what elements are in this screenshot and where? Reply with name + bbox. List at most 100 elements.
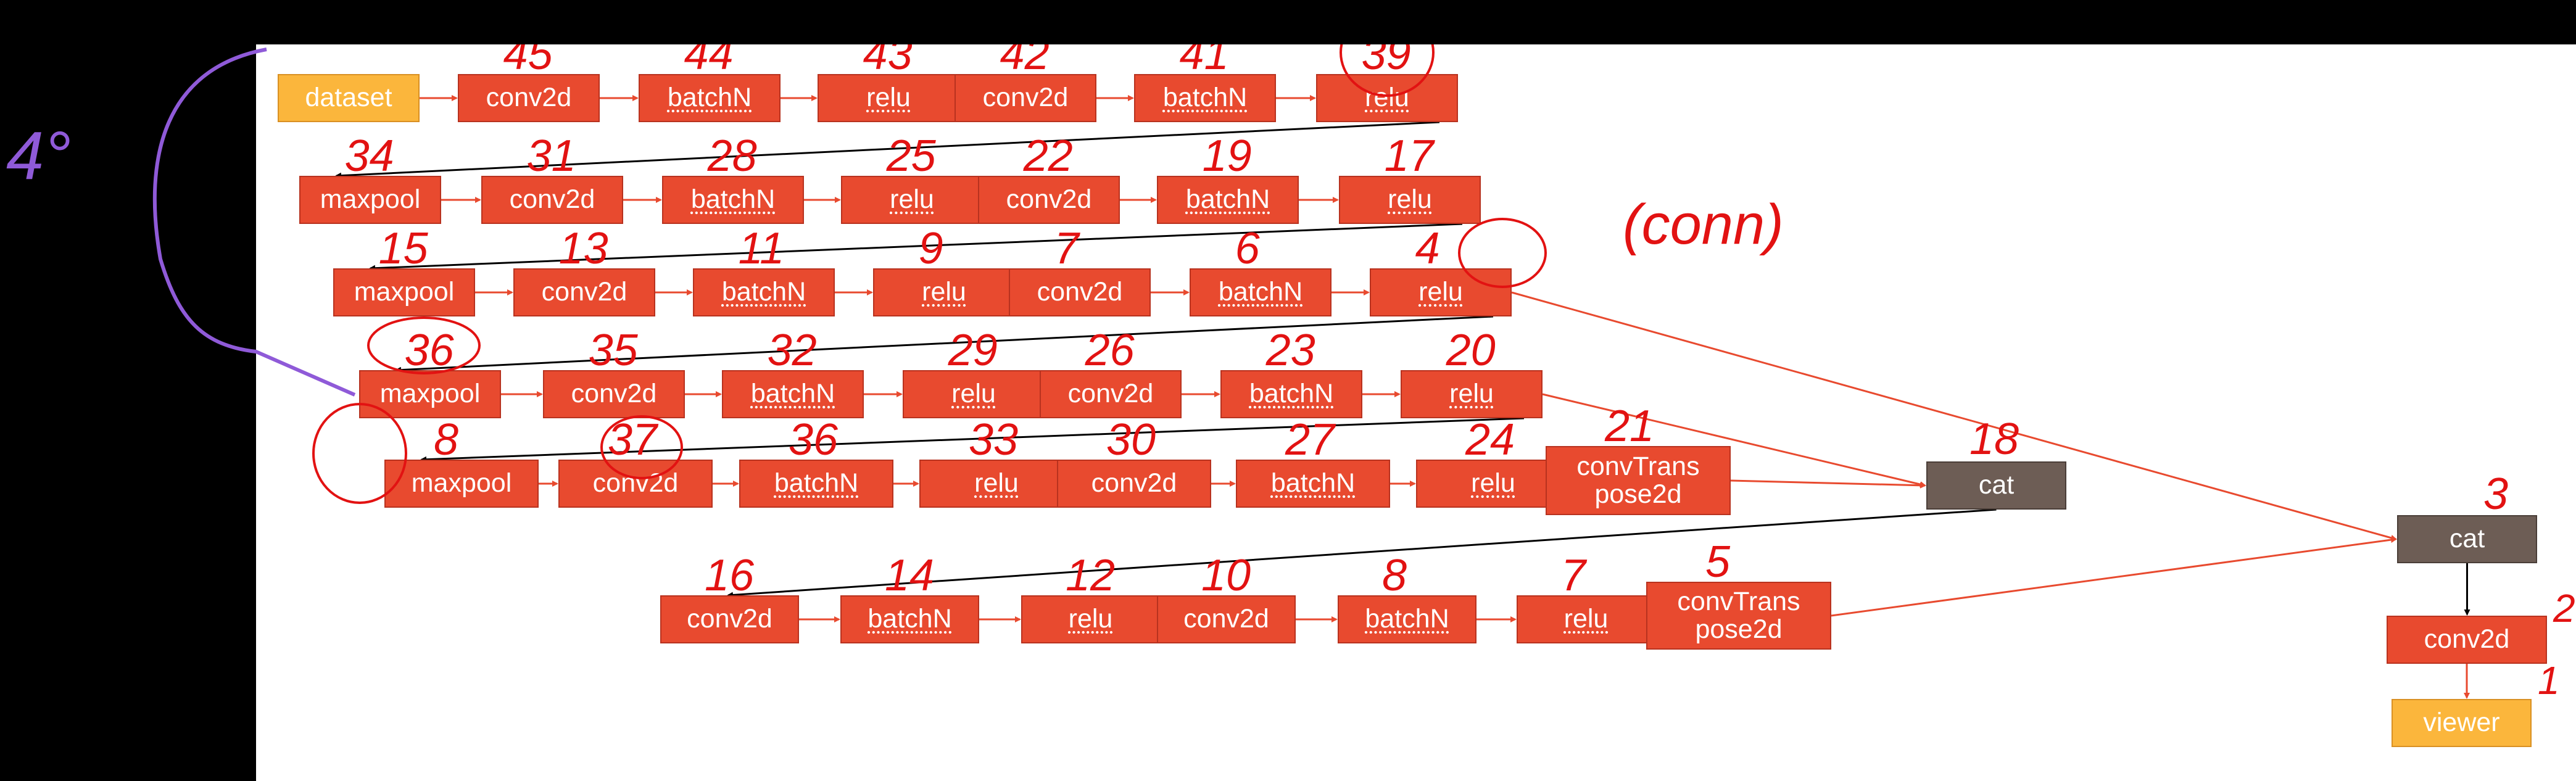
annotation-label: 44 [684,44,734,79]
r2-3-relu-node: relu [841,176,983,224]
annotation-label: 26 [1085,326,1135,375]
annotation-label: 20 [1446,326,1496,375]
row-wrap-arrow [395,315,1494,373]
annotation-label: 10 [1201,551,1251,600]
r6-0-conv2d-node: conv2d [660,595,799,643]
r3-3-relu-node: relu [873,268,1015,316]
conn-annotation: (conn) [1623,193,1784,256]
annotation-label: 43 [863,44,913,79]
annotation-label: 12 [1066,551,1115,600]
annotation-label: 31 [527,131,576,181]
r3-4-conv2d-node: conv2d [1009,268,1151,316]
annotation-label: 8 [1382,551,1407,600]
annotation-label: 11 [739,224,785,273]
skip-arrow [1542,393,1926,488]
r5-5-batchn-node: batchN [1236,460,1390,508]
annotation-label: 2 [2553,586,2575,630]
r4-4-conv2d-node: conv2d [1040,370,1182,418]
annotation-label: 21 [1604,402,1654,451]
annotation-label: 29 [948,326,998,375]
row-wrap-arrow [420,417,1525,463]
r2-4-conv2d-node: conv2d [978,176,1120,224]
annotation-label: 5 [1705,537,1731,587]
r2-5-batchn-node: batchN [1157,176,1299,224]
r5-1-conv2d-node: conv2d [558,460,713,508]
ink-circle [1340,44,1435,97]
annotation-label: 14 [885,551,934,600]
r6-4-batchn-node: batchN [1338,595,1476,643]
r5-2-batchn-node: batchN [739,460,893,508]
skip-arrow [1511,291,2397,541]
r4-6-relu-node: relu [1401,370,1543,418]
annotation-label: 28 [707,131,757,181]
r4-5-batchn-node: batchN [1220,370,1362,418]
annotation-label: 19 [1203,131,1252,181]
r3-0-maxpool-node: maxpool [333,268,475,316]
annotation-label: 15 [379,224,429,273]
dataset-dataset-node: dataset [278,74,420,122]
edge-layer [335,95,2470,699]
annotation-label: 41 [1180,44,1229,79]
r3-6-relu-node: relu [1370,268,1512,316]
r1-1-batchn-node: batchN [639,74,781,122]
ink-circle [1458,218,1547,288]
r6-6-convtranspose2d-node: convTrans pose2d [1646,582,1831,650]
r5-0-maxpool-node: maxpool [384,460,539,508]
annotation-label: 27 [1285,415,1336,465]
annotation-label: 9 [919,224,943,273]
annotation-label: 4 [1415,224,1440,273]
viewer-viewer-node: viewer [2392,699,2532,747]
skip-arrow [1831,537,2397,617]
annotation-label: 6 [1235,224,1261,273]
conv_final-conv2d-node: conv2d [2387,616,2547,664]
annotation-label: 45 [503,44,553,79]
row-wrap-arrow [369,223,1463,271]
r5-4-conv2d-node: conv2d [1057,460,1211,508]
r3-5-batchn-node: batchN [1190,268,1331,316]
annotation-label: 30 [1106,415,1156,465]
row-wrap-arrow [727,508,1997,598]
r6-3-conv2d-node: conv2d [1157,595,1296,643]
r5-6-relu-node: relu [1416,460,1570,508]
annotation-label: 36 [789,415,839,465]
annotation-label: 8 [434,415,458,465]
annotation-label: 22 [1023,131,1073,181]
ink-circle [312,403,407,504]
r1-4-batchn-node: batchN [1134,74,1276,122]
r6-1-batchn-node: batchN [840,595,979,643]
ink-circle [600,415,683,479]
r6-2-relu-node: relu [1021,595,1160,643]
annotation-label: 33 [969,415,1018,465]
annotation-label: 1 [2538,658,2560,703]
r3-1-conv2d-node: conv2d [513,268,655,316]
ink-circle [367,316,481,374]
annotation-label: 13 [559,224,608,273]
r2-1-conv2d-node: conv2d [481,176,623,224]
cat1-cat-node: cat [1926,461,2066,510]
annotation-label: 39 [1362,44,1411,79]
side-note: 4° [6,118,71,194]
annotation-label: 36 [405,326,455,375]
r5-3-relu-node: relu [919,460,1074,508]
r2-0-maxpool-node: maxpool [299,176,441,224]
cat2-cat-node: cat [2397,515,2537,563]
annotation-label: 18 [1969,415,2019,464]
r5-7-convtranspose2d-node: convTrans pose2d [1546,446,1731,515]
r1-2-relu-node: relu [818,74,959,122]
annotation-label: 23 [1265,326,1315,375]
r3-2-batchn-node: batchN [693,268,835,316]
r2-6-relu-node: relu [1339,176,1481,224]
annotation-label: 35 [589,326,639,375]
annotation-label: 32 [768,326,817,375]
annotation-label: 7 [1561,551,1588,600]
annotation-label: 17 [1385,131,1436,181]
annotation-label: 7 [1054,224,1081,273]
annotation-label: 16 [705,551,755,600]
annotation-label: 3 [2483,469,2508,519]
r1-0-conv2d-node: conv2d [458,74,600,122]
annotation-label: 24 [1465,415,1515,465]
skip-arrow [1730,479,1926,489]
